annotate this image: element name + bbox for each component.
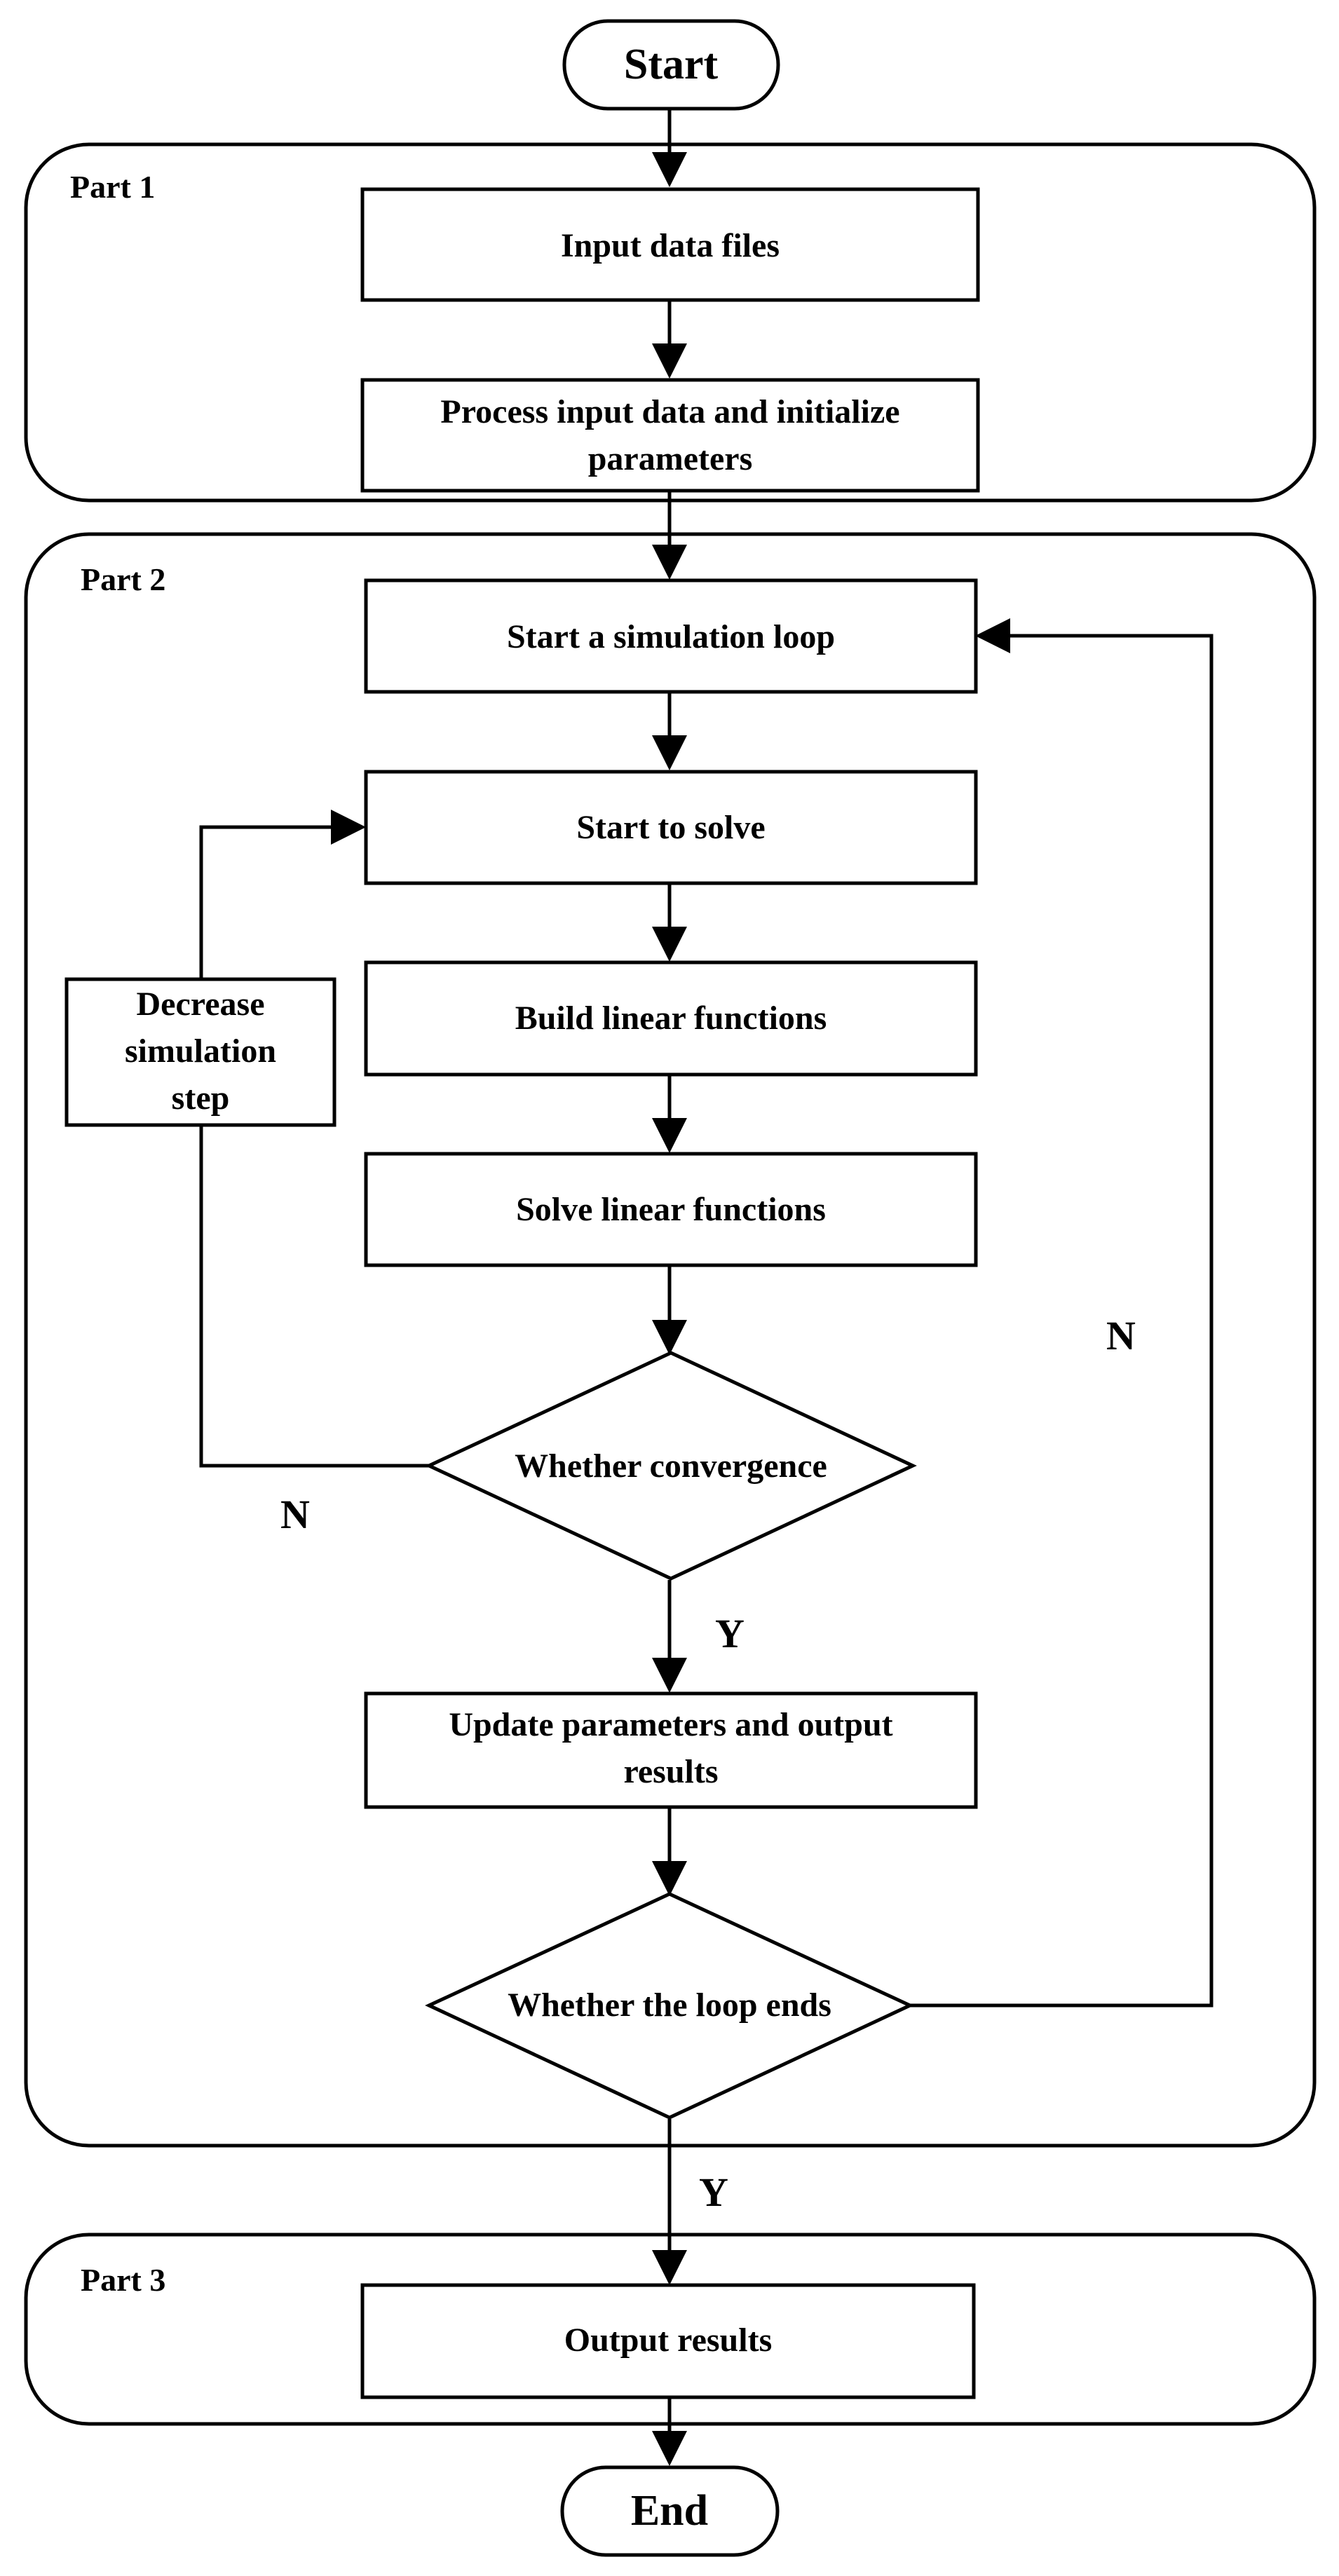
- output-results-label: Output results: [564, 2322, 773, 2359]
- process-input-box: [360, 378, 980, 493]
- convergence-label: Whether convergence: [515, 1447, 827, 1485]
- start-loop-box: [364, 578, 978, 694]
- decrease-step-label-line3: step: [172, 1079, 230, 1117]
- arrow-decrease-to-solve: [199, 810, 366, 978]
- end-terminal: [560, 2465, 780, 2557]
- update-parameters-box: [364, 1691, 978, 1809]
- loop-ends-no-label: N: [1106, 1313, 1136, 1358]
- output-results-box: [360, 2283, 976, 2399]
- part1-label: Part 1: [70, 169, 155, 205]
- convergence-no-label: N: [280, 1492, 310, 1537]
- start-loop-label: Start a simulation loop: [507, 618, 835, 655]
- process-input-label-line2: parameters: [588, 440, 753, 477]
- loop-ends-decision: [425, 1892, 914, 2120]
- process-input-label-line1: Process input data and initialize: [440, 393, 899, 430]
- part3-label: Part 3: [81, 2262, 165, 2298]
- update-parameters-label-line1: Update parameters and output: [449, 1706, 892, 1743]
- arrow-convergence-no-to-decrease: [199, 1125, 429, 1468]
- input-data-files-box: [360, 187, 980, 302]
- convergence-decision: [425, 1351, 917, 1581]
- decrease-step-label-line2: simulation: [125, 1033, 276, 1070]
- convergence-yes-label: Y: [715, 1611, 745, 1656]
- loop-ends-label: Whether the loop ends: [508, 1986, 831, 2024]
- build-linear-box: [364, 960, 978, 1077]
- end-label: End: [631, 2487, 708, 2535]
- start-label: Start: [624, 41, 719, 88]
- start-solve-label: Start to solve: [576, 809, 765, 846]
- decrease-step-label-line1: Decrease: [137, 986, 265, 1023]
- solve-linear-label: Solve linear functions: [516, 1191, 826, 1228]
- update-parameters-label-line2: results: [623, 1753, 718, 1790]
- start-terminal: [562, 19, 780, 111]
- solve-linear-box: [364, 1152, 978, 1267]
- input-data-files-label: Input data files: [561, 227, 780, 264]
- arrow-loopends-no-to-loop: [910, 618, 1214, 2008]
- loop-ends-yes-label: Y: [699, 2169, 728, 2215]
- start-solve-box: [364, 770, 978, 885]
- build-linear-label: Build linear functions: [515, 1000, 827, 1037]
- part2-label: Part 2: [81, 561, 165, 597]
- decrease-step-box: [64, 977, 337, 1127]
